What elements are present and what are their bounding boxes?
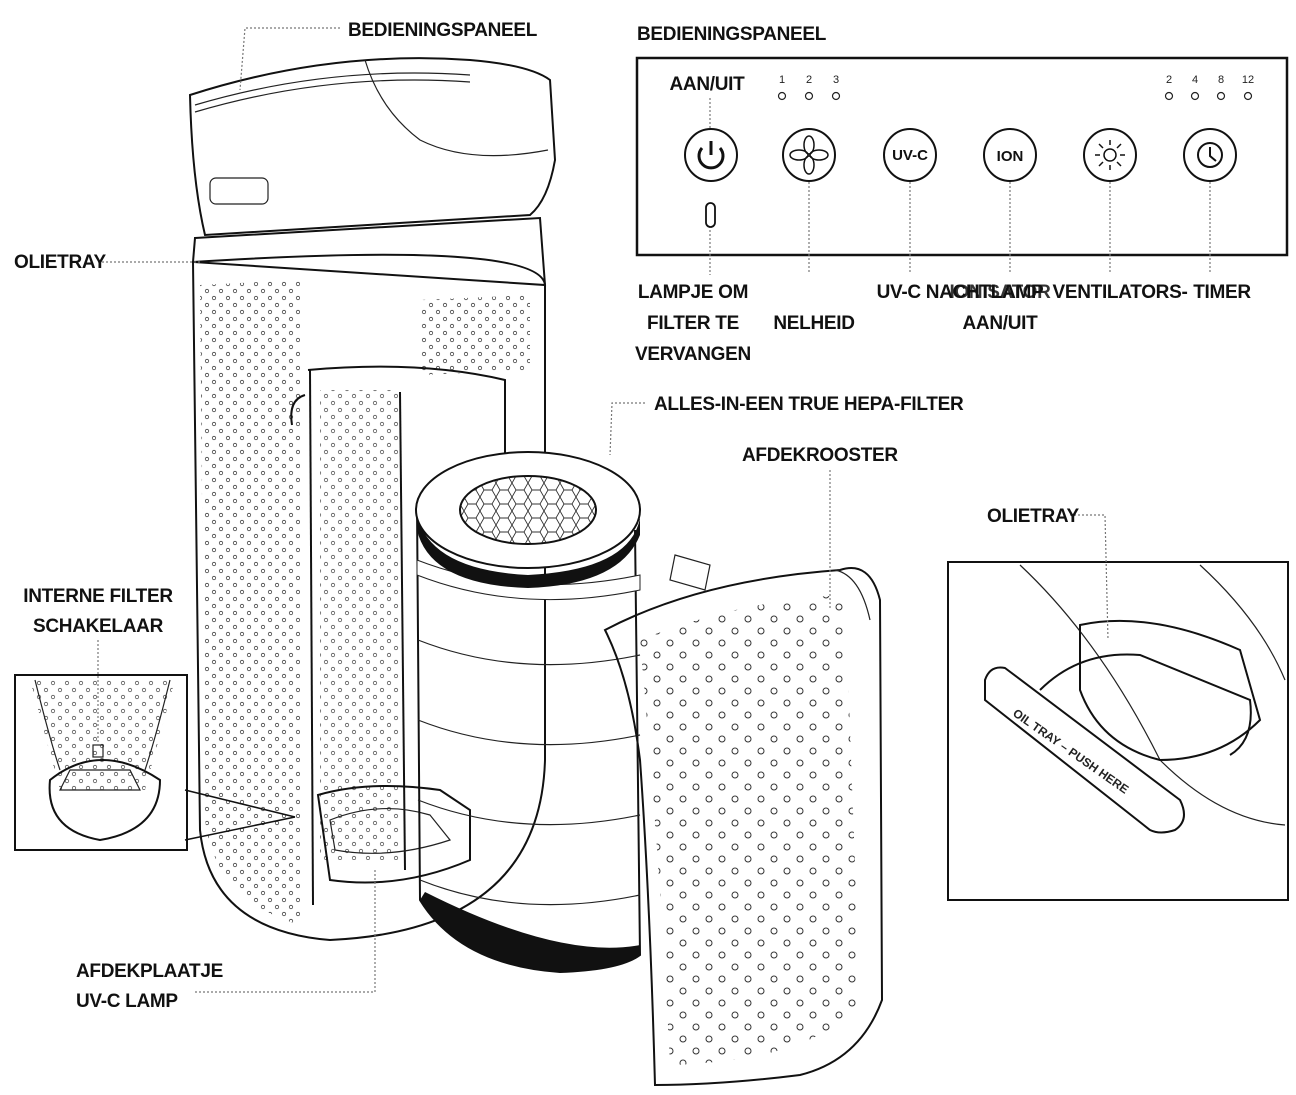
uv-c-button-label: UV-C <box>892 147 928 164</box>
ion-button-label: ION <box>997 148 1024 165</box>
label-afdekplaatje-1: AFDEKPLAATJE <box>76 961 223 982</box>
caption-filter-lamp-3: VERVANGEN <box>635 344 751 365</box>
timer-indicators: 2 4 8 12 <box>1164 74 1254 101</box>
caption-fan-speed: VENTILATORS- <box>1052 282 1187 303</box>
inset-oil-tray: OIL TRAY – PUSH HERE <box>947 561 1289 901</box>
label-interne-filter-1: INTERNE FILTER <box>23 586 173 607</box>
label-bedieningspaneel-top: BEDIENINGSPANEEL <box>348 20 538 41</box>
speed-level-1: 1 <box>779 74 785 86</box>
caption-speed: NELHEID <box>773 313 854 334</box>
hepa-filter-cylinder <box>415 451 711 974</box>
timer-button[interactable] <box>1183 128 1237 182</box>
label-olietray-left: OLIETRAY <box>14 252 107 273</box>
caption-timer: TIMER <box>1193 282 1251 303</box>
caption-ionisator-1: IONISATOR <box>949 282 1051 303</box>
caption-uvc-night: UV-C NACHTLAMP <box>877 282 1044 303</box>
purifier-body <box>188 57 557 942</box>
inset-internal-switch <box>14 674 296 851</box>
cover-grille <box>603 567 884 1087</box>
timer-level-12: 12 <box>1242 74 1254 86</box>
filter-replace-lamp <box>705 202 716 228</box>
label-interne-filter-2: SCHAKELAAR <box>33 616 164 637</box>
power-icon <box>697 141 725 170</box>
caption-ionisator-2: AAN/UIT <box>963 313 1039 334</box>
timer-level-2: 2 <box>1166 74 1172 86</box>
label-aan-uit: AAN/UIT <box>670 74 746 95</box>
speed-indicators: 1 2 3 <box>777 74 841 101</box>
sun-icon <box>1095 140 1125 170</box>
clock-icon <box>1197 142 1223 168</box>
labels: BEDIENINGSPANEEL BEDIENINGSPANEEL OLIETR… <box>14 20 1252 1012</box>
control-panel: 1 2 3 2 4 8 12 <box>635 56 1289 257</box>
fan-icon <box>789 135 829 175</box>
uv-c-button[interactable]: UV-C <box>883 128 937 182</box>
speed-level-3: 3 <box>833 74 839 86</box>
caption-filter-lamp-1: LAMPJE OM <box>638 282 748 303</box>
night-light-button[interactable] <box>1083 128 1137 182</box>
label-bedieningspaneel-panel: BEDIENINGSPANEEL <box>637 24 827 45</box>
label-olietray-inset: OLIETRAY <box>987 506 1080 527</box>
timer-level-4: 4 <box>1192 74 1198 86</box>
label-hepa-filter: ALLES-IN-EEN TRUE HEPA-FILTER <box>654 394 964 415</box>
fan-speed-button[interactable] <box>782 128 836 182</box>
ion-button[interactable]: ION <box>983 128 1037 182</box>
leader-lines <box>97 27 1211 993</box>
timer-level-8: 8 <box>1218 74 1224 86</box>
caption-filter-lamp-2: FILTER TE <box>647 313 739 334</box>
label-afdekrooster: AFDEKROOSTER <box>742 445 898 466</box>
speed-level-2: 2 <box>806 74 812 86</box>
power-button[interactable] <box>684 128 738 182</box>
label-afdekplaatje-2: UV-C LAMP <box>76 991 178 1012</box>
